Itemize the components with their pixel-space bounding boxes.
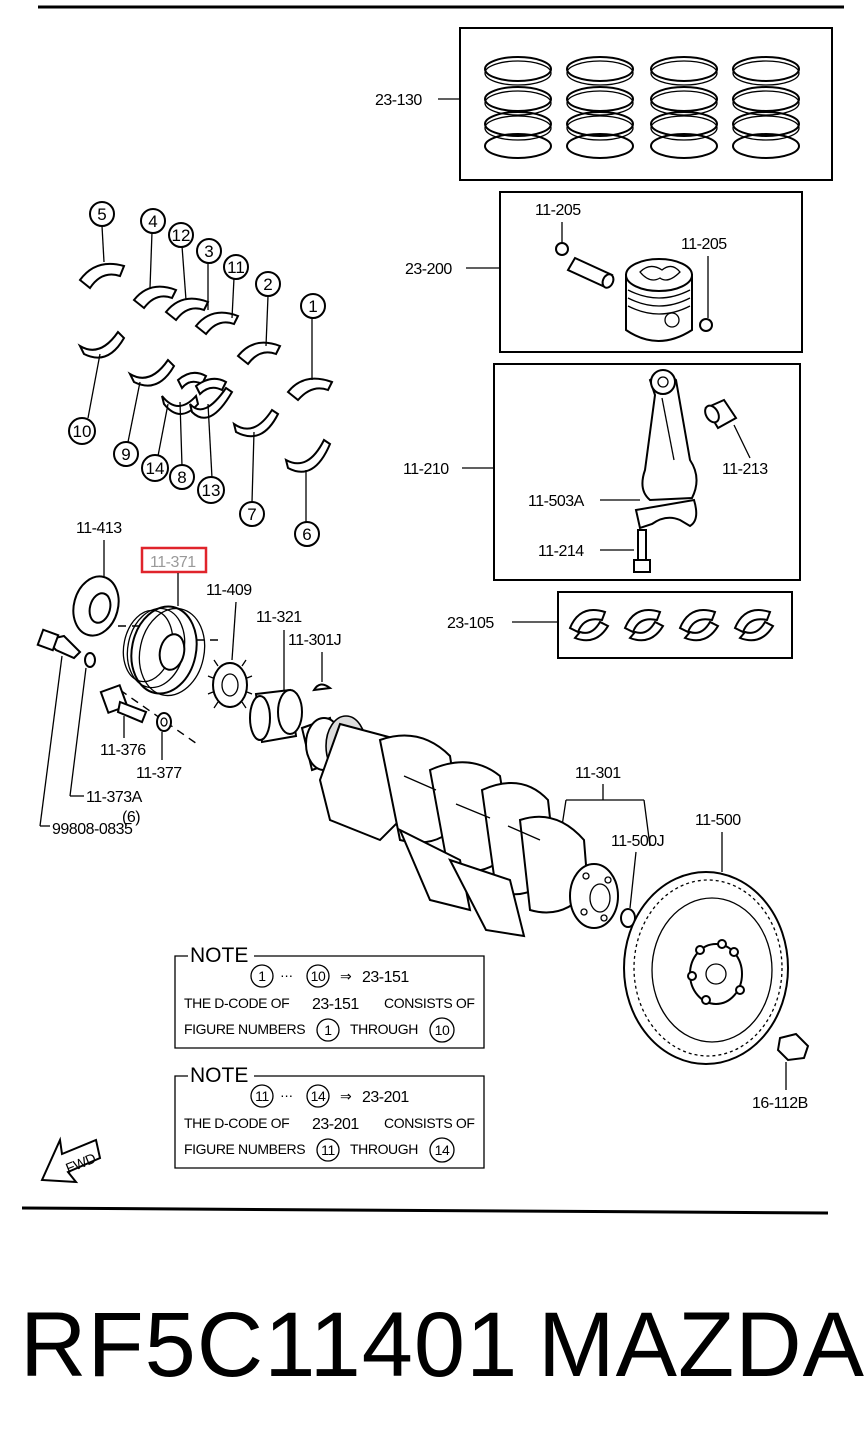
note-1-range-start: 1 <box>258 968 266 984</box>
bearing-number-2[interactable]: 2 <box>255 271 281 297</box>
label-23-130[interactable]: 23-130 <box>375 92 423 109</box>
svg-text:6: 6 <box>302 525 311 544</box>
svg-text:4: 4 <box>148 212 157 231</box>
label-11-503A[interactable]: 11-503A <box>528 493 585 510</box>
note-2-heading: NOTE <box>190 1064 248 1087</box>
svg-text:13: 13 <box>202 481 221 500</box>
label-11-500[interactable]: 11-500 <box>695 812 742 829</box>
bearing-number-1[interactable]: 1 <box>300 293 326 319</box>
rod-bearings-group: 23-105 <box>447 591 793 659</box>
front-pulley-assembly: 11-413 11-371 11-409 11-321 11-301J <box>36 520 342 838</box>
footer-caption: RF5C11401 MAZDA <box>20 1290 864 1400</box>
label-16-112B[interactable]: 16-112B <box>752 1095 808 1112</box>
note-1-line3-to: 10 <box>435 1022 450 1038</box>
bearing-number-9[interactable]: 9 <box>113 441 139 467</box>
svg-text:9: 9 <box>121 445 130 464</box>
label-11-205-a[interactable]: 11-205 <box>535 202 582 219</box>
svg-text:5: 5 <box>97 205 106 224</box>
ring-set <box>484 56 552 159</box>
note-1-target-code: 23-151 <box>362 969 409 986</box>
label-99808-0835[interactable]: 99808-0835 <box>52 821 134 838</box>
svg-text:7: 7 <box>247 505 256 524</box>
note-1-line2-code: 23-151 <box>312 996 359 1013</box>
rod-bearing-pair <box>568 609 610 642</box>
bearing-number-7[interactable]: 7 <box>239 501 265 527</box>
label-11-301J[interactable]: 11-301J <box>288 632 342 649</box>
note-2-range-end: 14 <box>311 1088 326 1104</box>
piston-rings-group: 23-130 <box>375 27 833 181</box>
connecting-rod-group: 11-210 11-213 11-503A 11-214 <box>403 363 801 581</box>
note-1-line3-from: 1 <box>324 1022 332 1038</box>
pilot-bearing: 11-500J <box>611 833 665 928</box>
bearing-number-5[interactable]: 5 <box>89 201 115 227</box>
bearing-number-11[interactable]: 11 <box>223 254 249 280</box>
svg-text:11: 11 <box>227 258 245 277</box>
label-11-213[interactable]: 11-213 <box>722 461 769 478</box>
note-1-heading: NOTE <box>190 944 248 967</box>
part-number: RF5C11401 <box>20 1294 519 1396</box>
bearing-number-14[interactable]: 14 <box>141 454 169 482</box>
note-2-line2-code: 23-201 <box>312 1116 359 1133</box>
note-1-arrow: ⇒ <box>340 968 352 984</box>
note-1-range-end: 10 <box>311 968 326 984</box>
bearing-number-12[interactable]: 12 <box>168 222 194 248</box>
brand-name: MAZDA <box>538 1294 864 1396</box>
label-11-214[interactable]: 11-214 <box>538 543 585 560</box>
svg-text:8: 8 <box>177 468 186 487</box>
label-11-210[interactable]: 11-210 <box>403 461 450 478</box>
label-11-321[interactable]: 11-321 <box>256 609 303 626</box>
svg-text:1: 1 <box>308 297 317 316</box>
bottom-divider-line <box>21 1206 829 1215</box>
note-2-range-start: 11 <box>255 1088 269 1104</box>
svg-text:14: 14 <box>146 459 165 478</box>
label-11-377[interactable]: 11-377 <box>136 765 183 782</box>
fwd-arrow-icon: FWD <box>40 1136 102 1184</box>
note-2-range-sep: ··· <box>280 1087 293 1103</box>
note-2-line2-prefix: THE D-CODE OF <box>184 1115 289 1131</box>
note-1-line3-prefix: FIGURE NUMBERS <box>184 1021 305 1037</box>
svg-text:2: 2 <box>263 275 272 294</box>
label-23-200[interactable]: 23-200 <box>405 261 453 278</box>
note-1-line3-mid: THROUGH <box>350 1021 418 1037</box>
highlight-box-11-371 <box>140 546 208 574</box>
bearing-number-3[interactable]: 3 <box>196 238 222 264</box>
note-2-line3-mid: THROUGH <box>350 1141 418 1157</box>
bearing-number-8[interactable]: 8 <box>169 464 195 490</box>
label-11-500J[interactable]: 11-500J <box>611 833 665 850</box>
note-1-range-sep: ··· <box>280 967 293 983</box>
note-2-line3-to: 14 <box>435 1142 450 1158</box>
note-2-line3-from: 11 <box>321 1142 335 1158</box>
note-2-target-code: 23-201 <box>362 1089 409 1106</box>
label-11-376[interactable]: 11-376 <box>100 742 147 759</box>
label-11-371[interactable]: 11-371 <box>150 554 197 571</box>
note-box-2: NOTE 11 ··· 14 ⇒ 23-201 THE D-CODE OF 23… <box>174 1064 485 1169</box>
note-2-line2-suffix: CONSISTS OF <box>384 1115 475 1131</box>
label-11-373A[interactable]: 11-373A <box>86 789 143 806</box>
note-1-line2-prefix: THE D-CODE OF <box>184 995 289 1011</box>
bearing-number-6[interactable]: 6 <box>294 521 320 547</box>
note-1-line2-suffix: CONSISTS OF <box>384 995 475 1011</box>
note-2-line3-prefix: FIGURE NUMBERS <box>184 1141 305 1157</box>
label-qty-6[interactable]: (6) <box>122 809 141 826</box>
piston-group: 23-200 11-205 11-205 <box>405 191 803 353</box>
label-11-413[interactable]: 11-413 <box>76 520 123 537</box>
svg-text:12: 12 <box>172 226 191 245</box>
label-11-205-b[interactable]: 11-205 <box>681 236 728 253</box>
label-11-301[interactable]: 11-301 <box>575 765 622 782</box>
svg-text:10: 10 <box>73 422 92 441</box>
svg-text:3: 3 <box>204 242 213 261</box>
label-23-105[interactable]: 23-105 <box>447 615 495 632</box>
note-2-arrow: ⇒ <box>340 1088 352 1104</box>
bearing-number-4[interactable]: 4 <box>140 208 166 234</box>
note-box-1: NOTE 1 ··· 10 ⇒ 23-151 THE D-CODE OF 23-… <box>174 944 485 1049</box>
bearing-number-10[interactable]: 10 <box>68 417 96 445</box>
bearing-number-13[interactable]: 13 <box>197 476 225 504</box>
flywheel: 11-500 16-112B <box>623 812 810 1112</box>
main-bearings-cluster: 5 4 12 3 11 2 1 10 9 14 8 13 7 6 <box>68 201 334 547</box>
label-11-409[interactable]: 11-409 <box>206 582 253 599</box>
crankshaft: 11-301 <box>300 715 651 938</box>
